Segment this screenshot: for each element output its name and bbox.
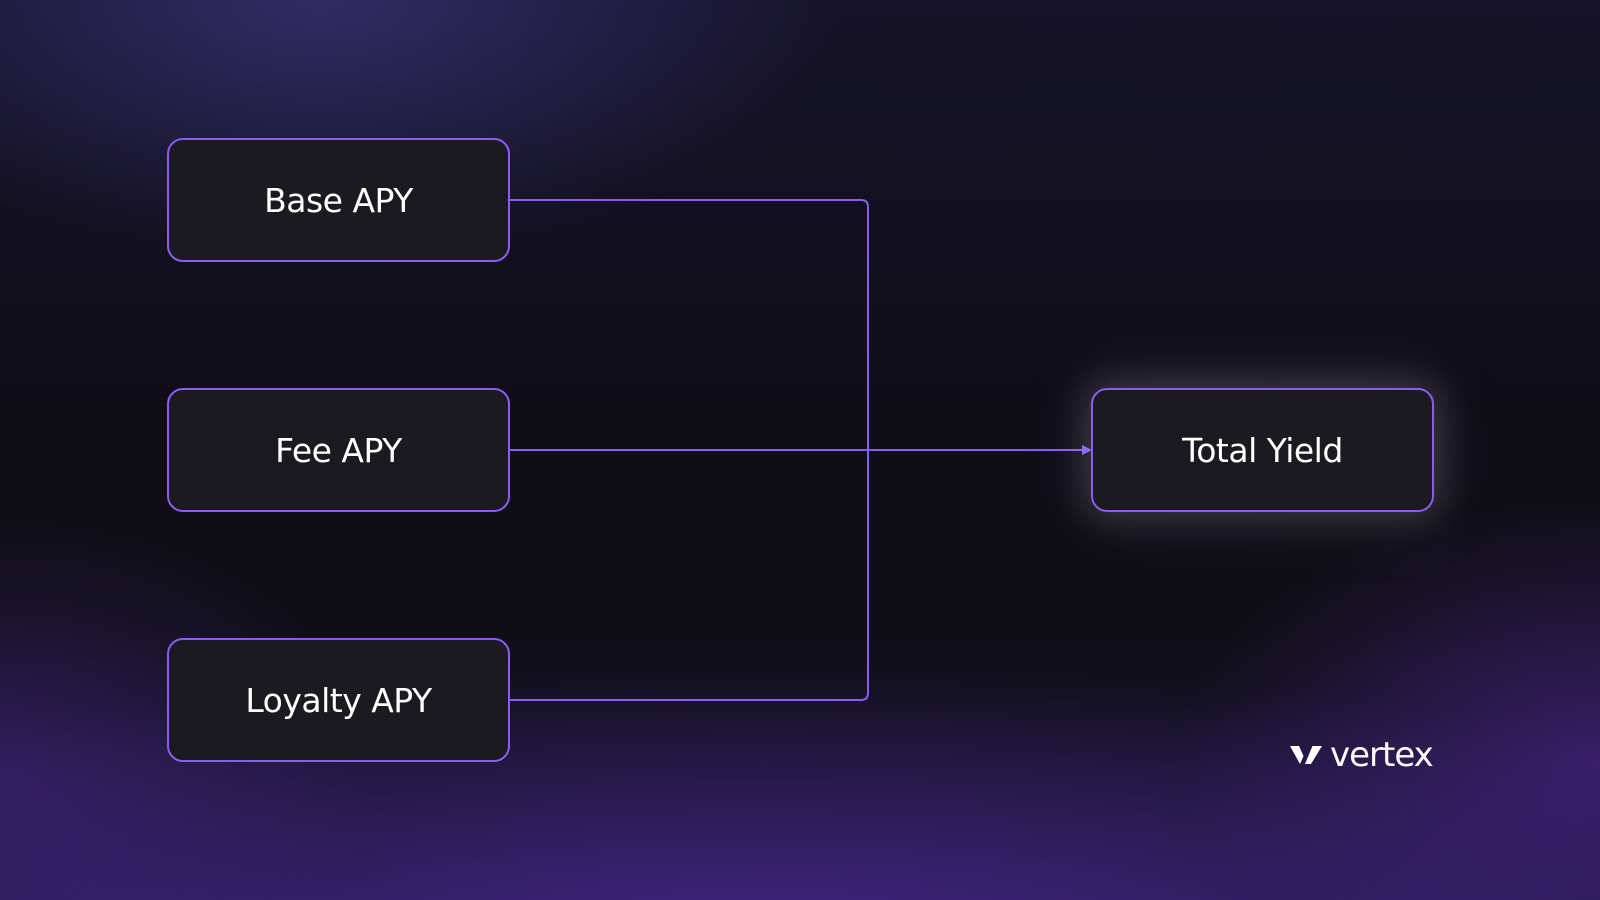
vertex-logo-icon: [1290, 746, 1322, 764]
brand-logo: vertex: [1290, 735, 1434, 775]
connector-loyalty: [510, 450, 869, 701]
node-fee-apy-label: Fee APY: [275, 430, 402, 470]
node-base-apy-label: Base APY: [264, 180, 413, 220]
brand-name: vertex: [1330, 735, 1434, 775]
node-base-apy: Base APY: [167, 138, 510, 262]
node-total-yield: Total Yield: [1091, 388, 1434, 512]
node-total-yield-label: Total Yield: [1182, 430, 1343, 470]
node-loyalty-apy: Loyalty APY: [167, 638, 510, 762]
node-fee-apy: Fee APY: [167, 388, 510, 512]
node-loyalty-apy-label: Loyalty APY: [245, 680, 432, 720]
connector-base: [510, 199, 869, 450]
